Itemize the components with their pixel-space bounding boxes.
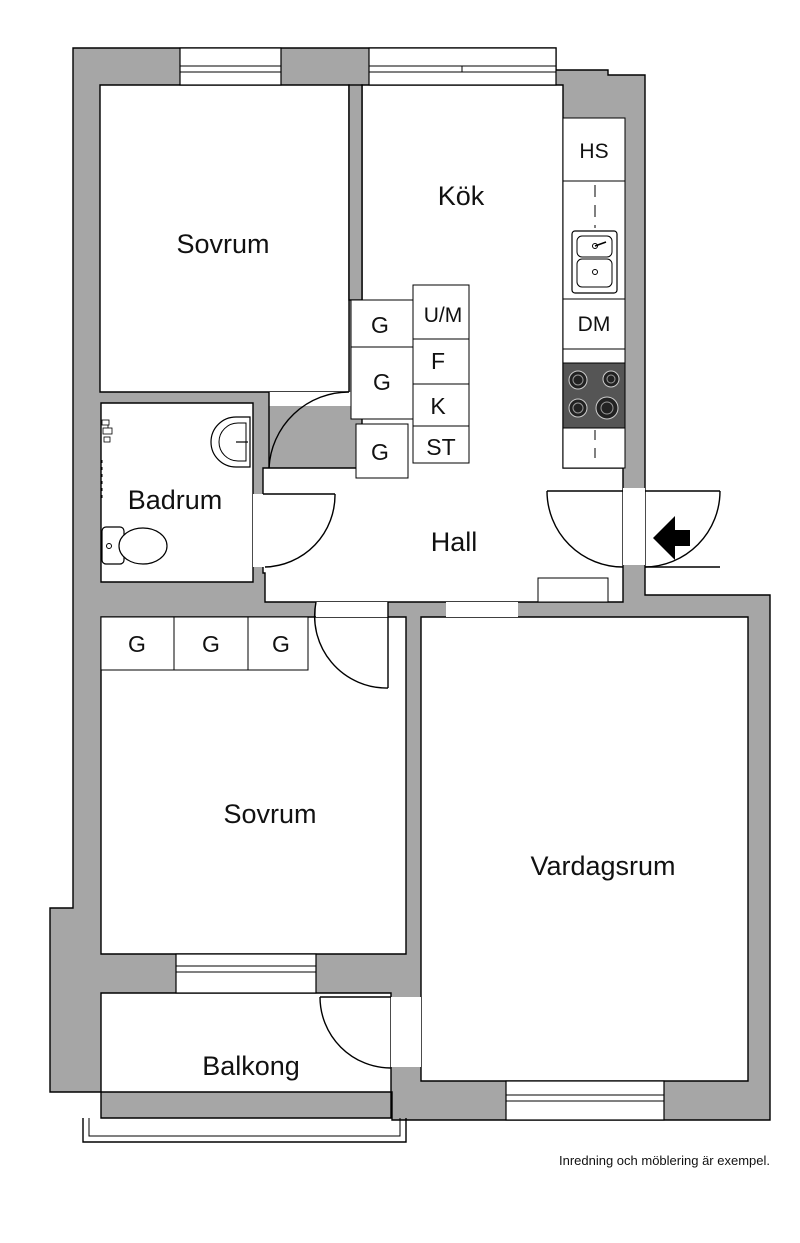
door-balkong [319,996,421,1069]
label-st: ST [426,434,455,460]
bedroom-wardrobes: G G G [100,616,309,671]
room-kok: Kök [438,181,485,211]
label-g3: G [371,439,389,465]
doors [253,391,721,1069]
shower-icon [101,419,113,500]
partition-wall [348,84,363,301]
windows [82,47,665,1143]
room-vardagsrum: Vardagsrum [530,851,675,881]
door-entrance [546,488,721,568]
label-g6: G [272,631,290,657]
door-sovrum-bottom [313,601,389,689]
window-sovrum-top [179,47,282,86]
label-hs: HS [579,140,608,163]
label-g4: G [128,631,146,657]
window-vardagsrum [505,1080,665,1121]
kitchen-cabinets: HS DM U/M F K ST [350,117,626,479]
room-sovrum-bottom: Sovrum [223,799,316,829]
label-um: U/M [424,304,463,327]
hall-shelf [537,577,609,603]
window-sovrum-bottom [175,953,317,994]
label-g1: G [371,312,389,338]
door-sovrum-top [268,391,351,469]
stove-icon [562,362,626,429]
washbasin-icon [210,416,251,468]
room-hall: Hall [431,527,478,557]
label-dm: DM [578,313,611,336]
bathroom-fixtures [101,416,251,565]
disclaimer-note: Inredning och möblering är exempel. [559,1153,770,1168]
window-kok [368,47,557,86]
label-g5: G [202,631,220,657]
room-badrum: Badrum [128,485,223,515]
opening-vardagsrum [446,602,518,617]
label-k: K [430,393,446,419]
label-g2: G [373,369,391,395]
room-labels: Sovrum Kök Badrum Hall Sovrum Vardagsrum… [128,181,676,1081]
entrance-arrow-icon [653,516,690,560]
label-f: F [431,348,445,374]
outer-wall [49,47,771,1121]
door-badrum [253,493,336,568]
sink-icon [571,230,618,294]
toilet-icon [101,526,168,565]
balcony-railing [82,1118,407,1143]
room-sovrum-top: Sovrum [176,229,269,259]
walls [49,47,771,1121]
room-balkong: Balkong [202,1051,300,1081]
